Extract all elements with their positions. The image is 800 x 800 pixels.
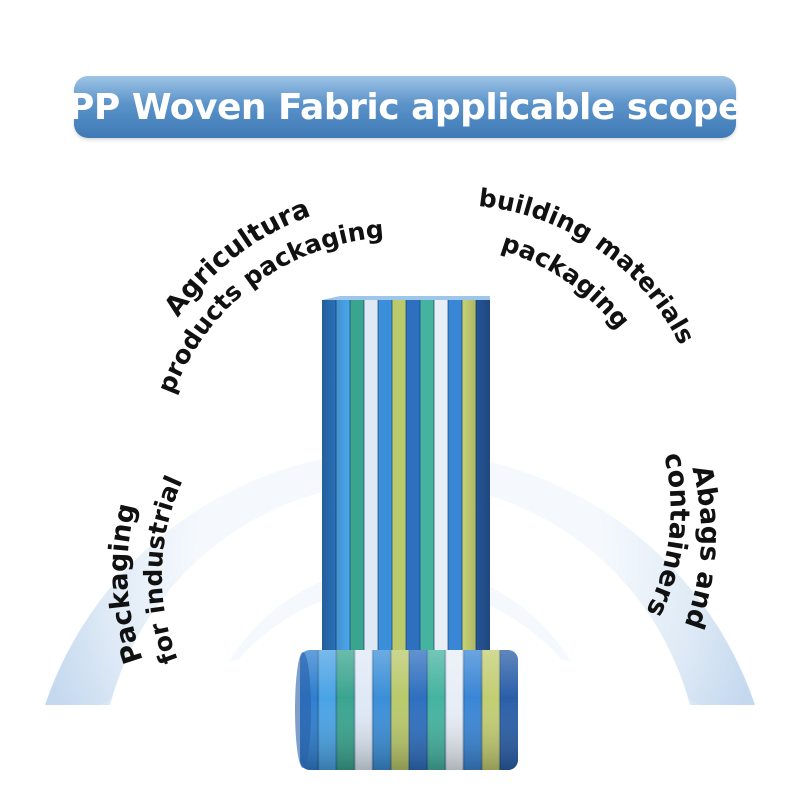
scope-label-building-line1: building materials — [477, 183, 700, 349]
page-title: PP Woven Fabric applicable scope — [68, 86, 742, 128]
scope-label-building: building materials packaging — [477, 183, 700, 349]
title-banner: PP Woven Fabric applicable scope — [68, 76, 742, 138]
fabric-roll-tall-icon — [322, 296, 490, 650]
fabric-roll-horizontal-icon — [295, 650, 518, 770]
